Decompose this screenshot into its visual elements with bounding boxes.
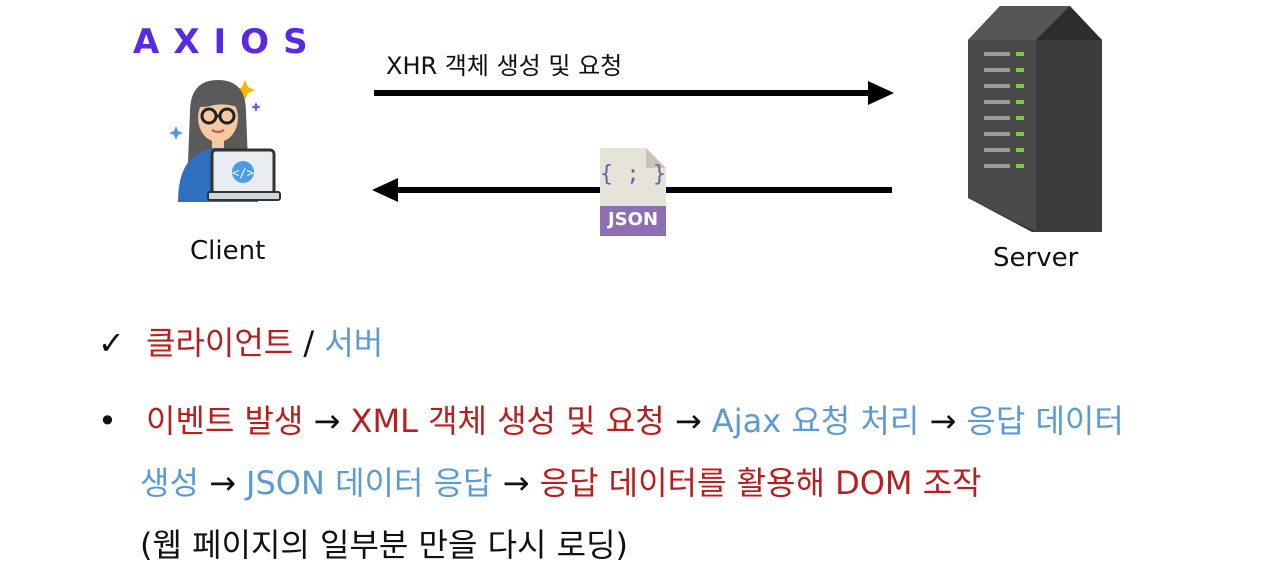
request-label: XHR 객체 생성 및 요청 (386, 52, 623, 80)
flow-line-1-segment-6: 응답 데이터 (966, 402, 1124, 440)
server-term: 서버 (324, 324, 384, 362)
request-arrow-line (374, 90, 874, 96)
separator: / (293, 324, 325, 362)
flow-line-1-segment-0: 이벤트 발생 (146, 402, 304, 440)
svg-text:</>: </> (232, 166, 254, 180)
client-server-check-item: ✓ 클라이언트 / 서버 (98, 318, 383, 364)
flow-line-2-segment-1: → (198, 464, 247, 502)
flow-line-1-segment-5: → (919, 402, 967, 440)
flow-line-2-text: 생성 → JSON 데이터 응답 → 응답 데이터를 활용해 DOM 조작 (140, 464, 982, 502)
client-developer-icon: </> (169, 80, 281, 202)
flow-line-1-segment-1: → (303, 402, 351, 440)
checkmark-icon: ✓ (98, 324, 125, 362)
flow-line-1-segment-2: XML 객체 생성 및 요청 (350, 402, 665, 440)
server-label: Server (993, 243, 1079, 273)
flow-line-1: • 이벤트 발생 → XML 객체 생성 및 요청 → Ajax 요청 처리 → … (98, 390, 1248, 452)
flow-line-2-segment-2: JSON 데이터 응답 (246, 464, 493, 502)
server-rack-icon (968, 6, 1102, 232)
flow-line-3: (웹 페이지의 일부분 만을 다시 로딩) (140, 526, 628, 564)
flow-line-2: 생성 → JSON 데이터 응답 → 응답 데이터를 활용해 DOM 조작 (98, 452, 1248, 514)
flow-line-2-segment-3: → (492, 464, 540, 502)
client-label: Client (190, 236, 266, 266)
json-braces-glyph: { ; } (599, 162, 667, 187)
ajax-flow-description: • 이벤트 발생 → XML 객체 생성 및 요청 → Ajax 요청 처리 → … (98, 390, 1248, 576)
flow-line-2-segment-0: 생성 (140, 464, 199, 502)
flow-line-1-segment-4: Ajax 요청 처리 (711, 402, 920, 440)
json-badge: JSON (607, 209, 659, 230)
flow-line-2-segment-4: 응답 데이터를 활용해 DOM 조작 (539, 464, 982, 502)
response-arrowhead-icon (372, 178, 398, 202)
bullet-icon: • (98, 402, 117, 440)
flow-line-1-text: 이벤트 발생 → XML 객체 생성 및 요청 → Ajax 요청 처리 → 응… (146, 402, 1124, 440)
axios-logo: AXIOS (133, 22, 322, 62)
request-arrowhead-icon (868, 81, 894, 105)
json-file-icon: { ; } JSON (598, 146, 668, 238)
client-term: 클라이언트 (146, 324, 294, 362)
flow-line-1-segment-3: → (664, 402, 712, 440)
